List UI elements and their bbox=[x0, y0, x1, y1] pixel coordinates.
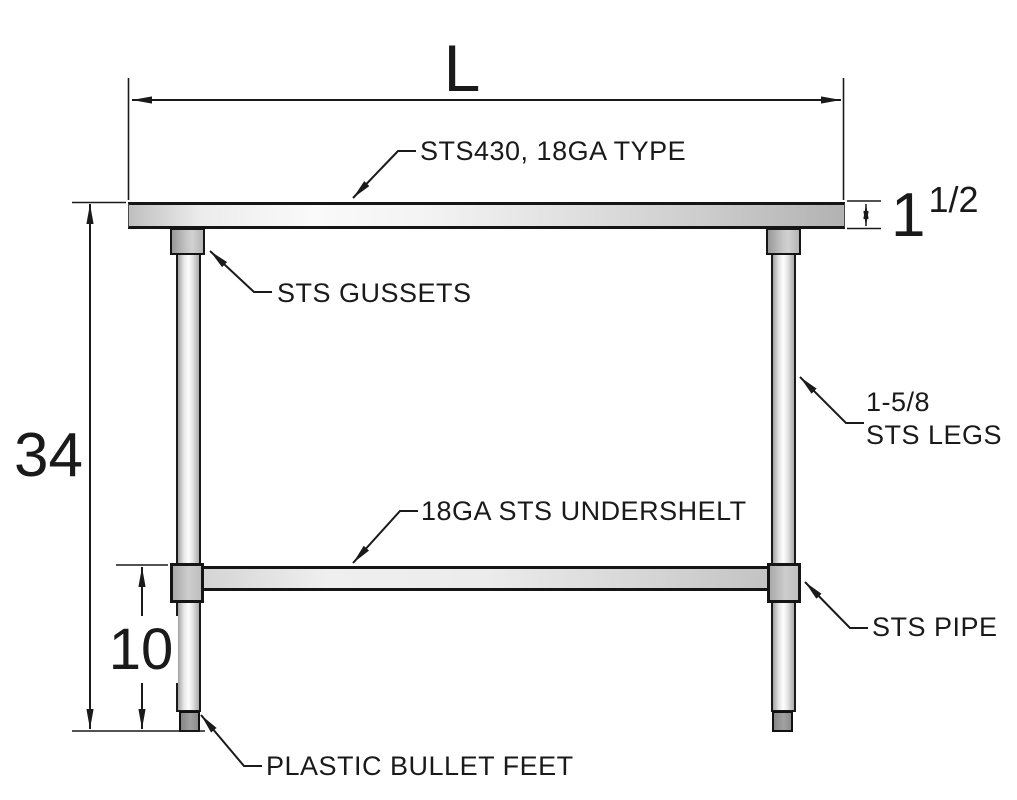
leader-legs bbox=[799, 376, 864, 424]
top-thickness-dimension bbox=[847, 200, 881, 230]
tabletop bbox=[128, 202, 845, 229]
left-gusset bbox=[170, 228, 205, 255]
leader-pipe bbox=[804, 581, 868, 629]
leader-tabletop bbox=[352, 150, 416, 199]
callout-undershelf: 18GA STS UNDERSHELT bbox=[421, 496, 747, 526]
left-pipe-fitting bbox=[170, 563, 204, 603]
height-dimension bbox=[72, 201, 205, 732]
right-foot bbox=[772, 711, 793, 732]
dim-height-text: 34 bbox=[14, 421, 83, 490]
dim-length-text: L bbox=[443, 31, 481, 105]
callout-feet: PLASTIC BULLET FEET bbox=[266, 751, 574, 781]
right-gusset bbox=[766, 228, 801, 255]
callout-gussets: STS GUSSETS bbox=[277, 278, 472, 308]
dim-top-thickness-text: 11/2 bbox=[891, 179, 979, 251]
dim-top-thickness-whole: 1 bbox=[891, 181, 926, 250]
left-leg bbox=[176, 253, 201, 712]
callout-tabletop: STS430, 18GA TYPE bbox=[420, 136, 687, 166]
undershelf bbox=[202, 566, 769, 591]
leader-feet bbox=[200, 714, 262, 767]
right-pipe-fitting bbox=[767, 563, 801, 603]
callout-pipe: STS PIPE bbox=[872, 612, 998, 642]
callout-legs: 1-5/8 STS LEGS bbox=[866, 387, 1003, 450]
dim-shelf-height-text: 10 bbox=[104, 616, 178, 683]
dim-top-thickness-fraction: 1/2 bbox=[928, 179, 979, 220]
right-leg bbox=[771, 253, 796, 712]
length-dimension bbox=[127, 78, 845, 200]
leader-undershelf bbox=[352, 510, 418, 564]
leader-gussets bbox=[209, 250, 272, 293]
